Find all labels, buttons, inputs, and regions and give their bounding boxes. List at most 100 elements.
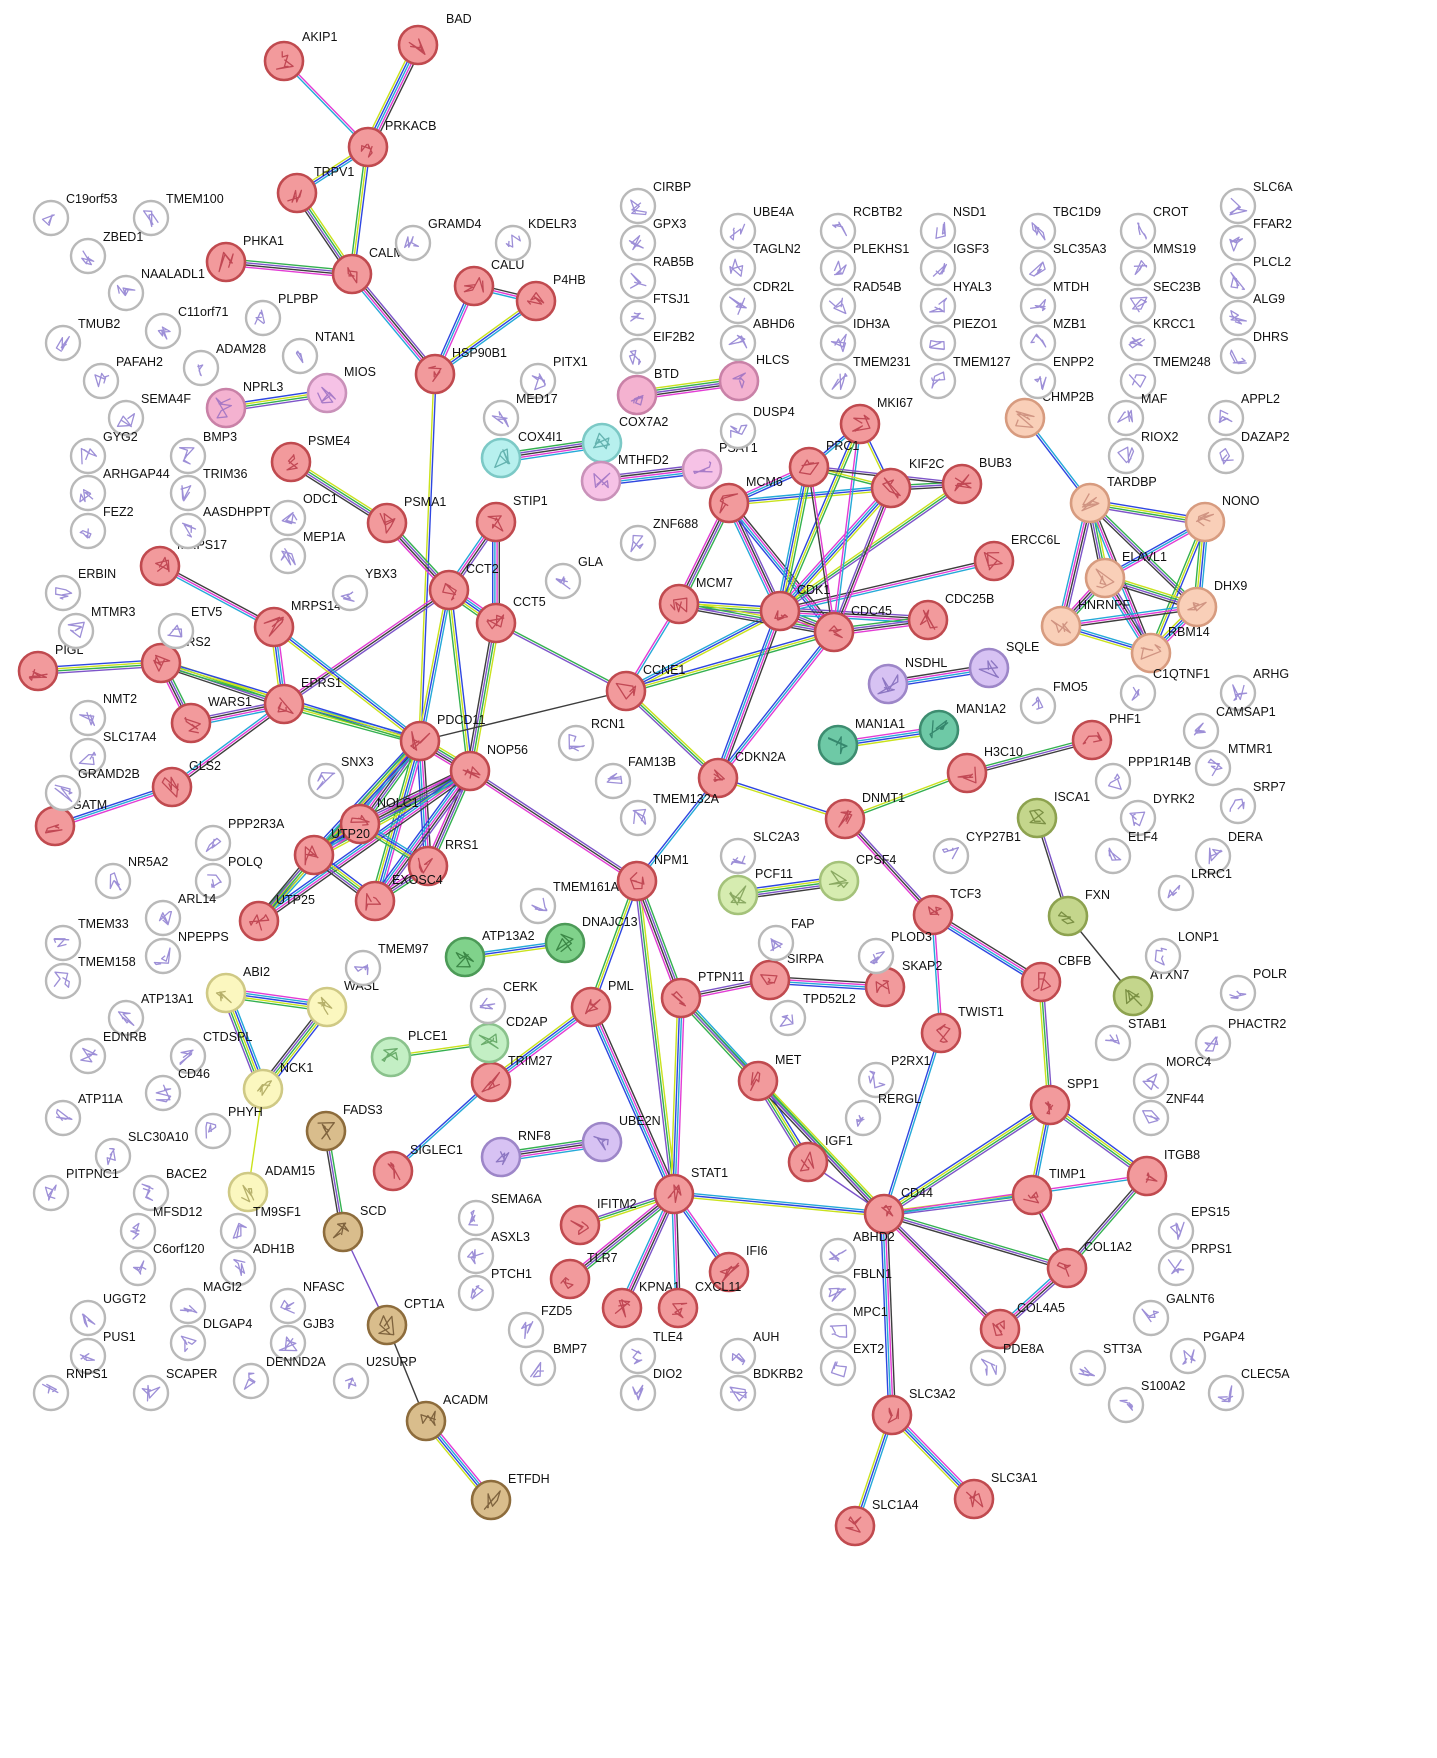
node-plce1[interactable]: PLCE1 xyxy=(370,1029,448,1078)
node-s100a2[interactable]: S100A2 xyxy=(1107,1379,1186,1424)
node-tmub2[interactable]: TMUB2 xyxy=(44,317,120,362)
node-circle[interactable] xyxy=(132,199,170,237)
node-cox7a2[interactable]: COX7A2 xyxy=(581,415,668,464)
node-circle[interactable] xyxy=(107,999,145,1037)
node-wasl[interactable]: WASL xyxy=(306,979,379,1028)
node-rergl[interactable]: RERGL xyxy=(844,1092,921,1137)
node-tardbp[interactable]: TARDBP xyxy=(1069,475,1157,524)
node-circle[interactable] xyxy=(867,663,909,705)
node-cdc25b[interactable]: CDC25B xyxy=(907,592,994,641)
node-srp7[interactable]: SRP7 xyxy=(1219,780,1286,825)
node-circle[interactable] xyxy=(817,724,859,766)
node-ube4a[interactable]: UBE4A xyxy=(719,205,795,250)
node-tmem132a[interactable]: TMEM132A xyxy=(619,792,720,837)
node-ppp2r3a[interactable]: PPP2R3A xyxy=(194,817,285,862)
node-scd[interactable]: SCD xyxy=(322,1204,386,1253)
node-circle[interactable] xyxy=(1119,362,1157,400)
node-circle[interactable] xyxy=(1169,1337,1207,1375)
node-circle[interactable] xyxy=(920,1012,962,1054)
node-circle[interactable] xyxy=(857,1061,895,1099)
node-plpbp[interactable]: PLPBP xyxy=(244,292,318,337)
node-circle[interactable] xyxy=(657,1287,699,1329)
node-eps15[interactable]: EPS15 xyxy=(1157,1205,1230,1250)
node-gjb3[interactable]: GJB3 xyxy=(269,1317,334,1362)
node-adam15[interactable]: ADAM15 xyxy=(227,1164,315,1213)
node-circle[interactable] xyxy=(69,237,107,275)
node-circle[interactable] xyxy=(1130,632,1172,674)
node-med17[interactable]: MED17 xyxy=(482,392,558,437)
node-twist1[interactable]: TWIST1 xyxy=(920,1005,1004,1054)
node-nprl3[interactable]: NPRL3 xyxy=(205,380,283,429)
node-polq[interactable]: POLQ xyxy=(194,855,263,900)
node-fads3[interactable]: FADS3 xyxy=(305,1103,383,1152)
node-circle[interactable] xyxy=(788,446,830,488)
node-circle[interactable] xyxy=(170,702,212,744)
node-circle[interactable] xyxy=(339,803,381,845)
node-circle[interactable] xyxy=(269,1324,307,1362)
node-alg9[interactable]: ALG9 xyxy=(1219,292,1285,337)
node-circle[interactable] xyxy=(519,1349,557,1387)
node-nfasc[interactable]: NFASC xyxy=(269,1280,345,1325)
node-elf4[interactable]: ELF4 xyxy=(1094,830,1158,875)
node-trim36[interactable]: TRIM36 xyxy=(169,467,248,512)
node-circle[interactable] xyxy=(718,360,760,402)
node-slc35a3[interactable]: SLC35A3 xyxy=(1019,242,1107,287)
node-pus1[interactable]: PUS1 xyxy=(69,1330,136,1375)
node-circle[interactable] xyxy=(1094,1024,1132,1062)
node-p2rx1[interactable]: P2RX1 xyxy=(857,1054,931,1099)
node-circle[interactable] xyxy=(194,1112,232,1150)
node-circle[interactable] xyxy=(719,412,757,450)
node-nsdhl[interactable]: NSDHL xyxy=(867,656,947,705)
node-circle[interactable] xyxy=(1184,501,1226,543)
node-utp25[interactable]: UTP25 xyxy=(238,893,315,942)
node-cpsf4[interactable]: CPSF4 xyxy=(818,853,896,902)
node-chmp2b[interactable]: CHMP2B xyxy=(1004,390,1094,439)
node-psma1[interactable]: PSMA1 xyxy=(366,495,446,544)
node-nmt2[interactable]: NMT2 xyxy=(69,692,137,737)
node-circle[interactable] xyxy=(1219,674,1257,712)
node-cyp27b1[interactable]: CYP27B1 xyxy=(932,830,1021,875)
node-nop56[interactable]: NOP56 xyxy=(449,743,528,792)
node-dnajc13[interactable]: DNAJC13 xyxy=(544,915,638,964)
node-circle[interactable] xyxy=(719,1337,757,1375)
node-odc1[interactable]: ODC1 xyxy=(269,492,338,537)
node-mios[interactable]: MIOS xyxy=(306,365,376,414)
node-circle[interactable] xyxy=(1194,1024,1232,1062)
node-circle[interactable] xyxy=(1219,224,1257,262)
node-circle[interactable] xyxy=(819,362,857,400)
node-circle[interactable] xyxy=(619,1337,657,1375)
node-gpx3[interactable]: GPX3 xyxy=(619,217,686,262)
node-circle[interactable] xyxy=(331,253,373,295)
node-eif2b2[interactable]: EIF2B2 xyxy=(619,330,695,375)
node-ednrb[interactable]: EDNRB xyxy=(69,1030,147,1075)
node-btd[interactable]: BTD xyxy=(616,367,679,416)
node-tbc1d9[interactable]: TBC1D9 xyxy=(1019,205,1101,250)
node-dio2[interactable]: DIO2 xyxy=(619,1367,682,1412)
node-mfsd12[interactable]: MFSD12 xyxy=(119,1205,202,1250)
node-itgb8[interactable]: ITGB8 xyxy=(1126,1148,1200,1197)
node-stab1[interactable]: STAB1 xyxy=(1094,1017,1167,1062)
node-slc6a[interactable]: SLC6A xyxy=(1219,180,1293,225)
node-circle[interactable] xyxy=(1107,1386,1145,1424)
node-circle[interactable] xyxy=(616,374,658,416)
node-circle[interactable] xyxy=(973,540,1015,582)
node-prps1[interactable]: PRPS1 xyxy=(1157,1242,1232,1287)
node-circle[interactable] xyxy=(370,1036,412,1078)
node-plod3[interactable]: PLOD3 xyxy=(857,930,932,975)
node-rcbtb2[interactable]: RCBTB2 xyxy=(819,205,902,250)
node-gyg2[interactable]: GYG2 xyxy=(69,430,138,475)
node-morc4[interactable]: MORC4 xyxy=(1132,1055,1211,1100)
node-ube2n[interactable]: UBE2N xyxy=(581,1114,661,1163)
node-etfdh[interactable]: ETFDH xyxy=(470,1472,550,1521)
node-fap[interactable]: FAP xyxy=(757,917,815,962)
node-atp13a2[interactable]: ATP13A2 xyxy=(444,929,535,978)
node-circle[interactable] xyxy=(428,569,470,611)
node-ifitm2[interactable]: IFITM2 xyxy=(559,1197,637,1246)
node-phka1[interactable]: PHKA1 xyxy=(205,234,284,283)
node-ifi6[interactable]: IFI6 xyxy=(708,1244,768,1293)
node-col1a2[interactable]: COL1A2 xyxy=(1046,1240,1132,1289)
node-circle[interactable] xyxy=(405,1400,447,1442)
node-circle[interactable] xyxy=(157,612,195,650)
node-dera[interactable]: DERA xyxy=(1194,830,1263,875)
node-circle[interactable] xyxy=(144,312,182,350)
